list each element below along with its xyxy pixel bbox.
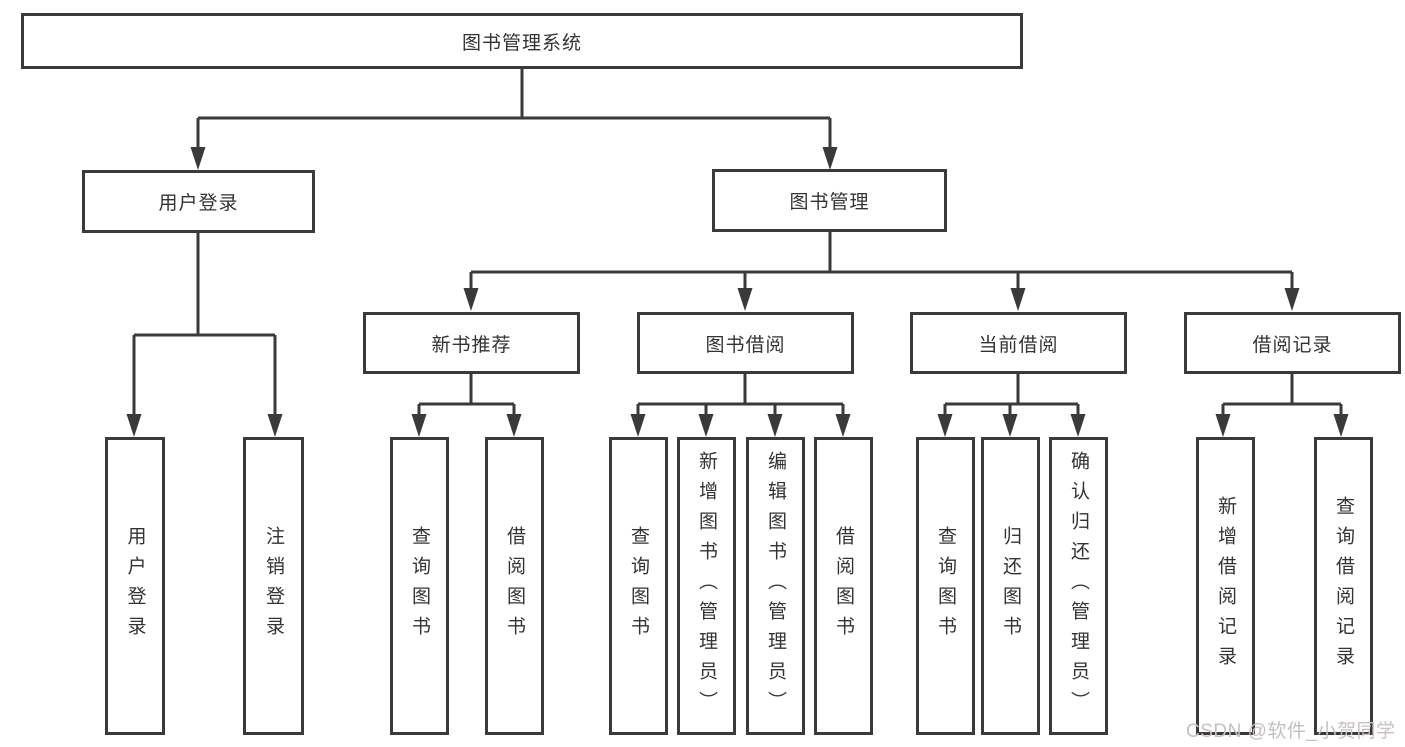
node-label: 图书借阅 <box>705 334 786 356</box>
leaf-newbook-query-books: 查询图书 <box>390 437 449 735</box>
node-library-system: 图书管理系统 <box>21 13 1023 69</box>
node-book-management: 图书管理 <box>712 169 947 232</box>
leaf-label: 确认归还（管理员） <box>1068 451 1089 721</box>
leaf-label: 用户登录 <box>124 526 146 646</box>
connector-book-borrowing <box>630 374 851 437</box>
leaf-label: 查询图书 <box>935 526 956 646</box>
leaf-add-books-admin: 新增图书（管理员） <box>677 437 736 735</box>
leaf-user-login: 用户登录 <box>105 437 165 735</box>
connector-current-borrowing <box>937 374 1086 437</box>
leaf-current-query-books: 查询图书 <box>916 437 975 735</box>
node-label: 用户登录 <box>158 193 239 214</box>
leaf-label: 借阅图书 <box>504 526 525 646</box>
node-new-book-recommend: 新书推荐 <box>363 312 580 374</box>
leaf-label: 新增借阅记录 <box>1215 496 1236 676</box>
leaf-label: 归还图书 <box>1000 526 1021 646</box>
node-label: 借阅记录 <box>1252 334 1333 356</box>
leaf-confirm-return-admin: 确认归还（管理员） <box>1049 437 1108 735</box>
connector-book-management <box>463 232 1300 311</box>
connector-root <box>190 68 838 170</box>
node-user-login: 用户登录 <box>82 170 315 233</box>
leaf-return-books: 归还图书 <box>981 437 1040 735</box>
node-borrow-records: 借阅记录 <box>1184 312 1401 374</box>
leaf-logout: 注销登录 <box>243 437 304 735</box>
connector-new-book-recommend <box>411 374 522 437</box>
leaf-label: 查询图书 <box>409 526 430 646</box>
leaf-label: 新增图书（管理员） <box>696 451 717 721</box>
node-label: 新书推荐 <box>431 334 512 356</box>
node-book-borrowing: 图书借阅 <box>637 312 854 374</box>
node-label: 图书管理系统 <box>461 32 582 54</box>
leaf-query-borrow-record: 查询借阅记录 <box>1314 437 1373 735</box>
connector-user-login <box>126 233 283 437</box>
node-current-borrowing: 当前借阅 <box>910 312 1127 374</box>
node-label: 图书管理 <box>789 192 870 213</box>
connector-borrow-records <box>1215 374 1349 437</box>
leaf-label: 查询图书 <box>628 526 649 646</box>
leaf-add-borrow-record: 新增借阅记录 <box>1196 437 1255 735</box>
leaf-edit-books-admin: 编辑图书（管理员） <box>746 437 805 735</box>
leaf-label: 注销登录 <box>263 526 284 646</box>
leaf-label: 借阅图书 <box>833 526 854 646</box>
leaf-label: 编辑图书（管理员） <box>765 451 786 721</box>
leaf-newbook-borrow-books: 借阅图书 <box>485 437 544 735</box>
leaf-borrowing-borrow-books: 借阅图书 <box>814 437 873 735</box>
csdn-watermark: CSDN @软件_小贺同学 <box>1186 721 1396 742</box>
leaf-borrowing-query-books: 查询图书 <box>609 437 668 735</box>
node-label: 当前借阅 <box>978 334 1059 356</box>
leaf-label: 查询借阅记录 <box>1333 496 1354 676</box>
